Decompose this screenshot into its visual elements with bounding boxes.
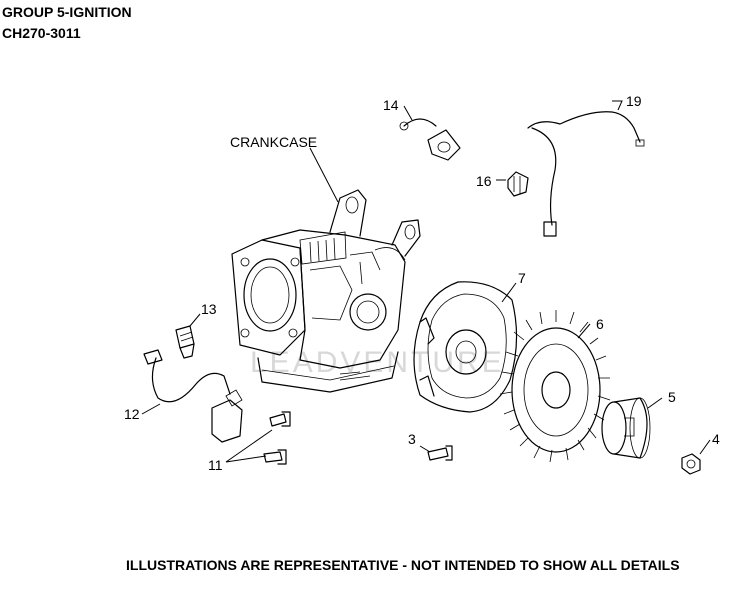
part-16-clip[interactable]: [507, 171, 529, 197]
part-14-switch[interactable]: [399, 118, 461, 161]
part-12-ignition-coil[interactable]: [143, 349, 243, 443]
callout-16: 16: [476, 173, 492, 189]
part-19-wire-harness[interactable]: [527, 111, 645, 237]
callout-6: 6: [596, 316, 604, 332]
callout-19: 19: [626, 93, 642, 109]
callout-3: 3: [408, 431, 416, 447]
callout-14: 14: [383, 97, 399, 113]
part-3-screw[interactable]: [427, 445, 453, 461]
part-11-bolts[interactable]: [263, 411, 291, 465]
part-7-flywheel[interactable]: [413, 281, 518, 413]
callout-11: 11: [208, 457, 223, 473]
part-6-cooling-fan[interactable]: [499, 310, 611, 463]
group-title: GROUP 5-IGNITION: [2, 4, 132, 20]
crankcase-part[interactable]: [231, 189, 421, 393]
callout-4: 4: [712, 431, 720, 447]
part-13-spark-plug[interactable]: [175, 325, 195, 359]
leader-lines: [141, 100, 711, 463]
callout-12: 12: [124, 406, 140, 422]
disclaimer-footer: ILLUSTRATIONS ARE REPRESENTATIVE - NOT I…: [126, 557, 680, 573]
callout-7: 7: [518, 270, 526, 286]
callout-13: 13: [201, 301, 217, 317]
model-code: CH270-3011: [2, 25, 81, 41]
label-crankcase: CRANKCASE: [230, 134, 317, 150]
part-5-starter-cup[interactable]: [601, 397, 651, 459]
callout-5: 5: [668, 389, 676, 405]
part-4-flywheel-nut[interactable]: [681, 453, 701, 475]
